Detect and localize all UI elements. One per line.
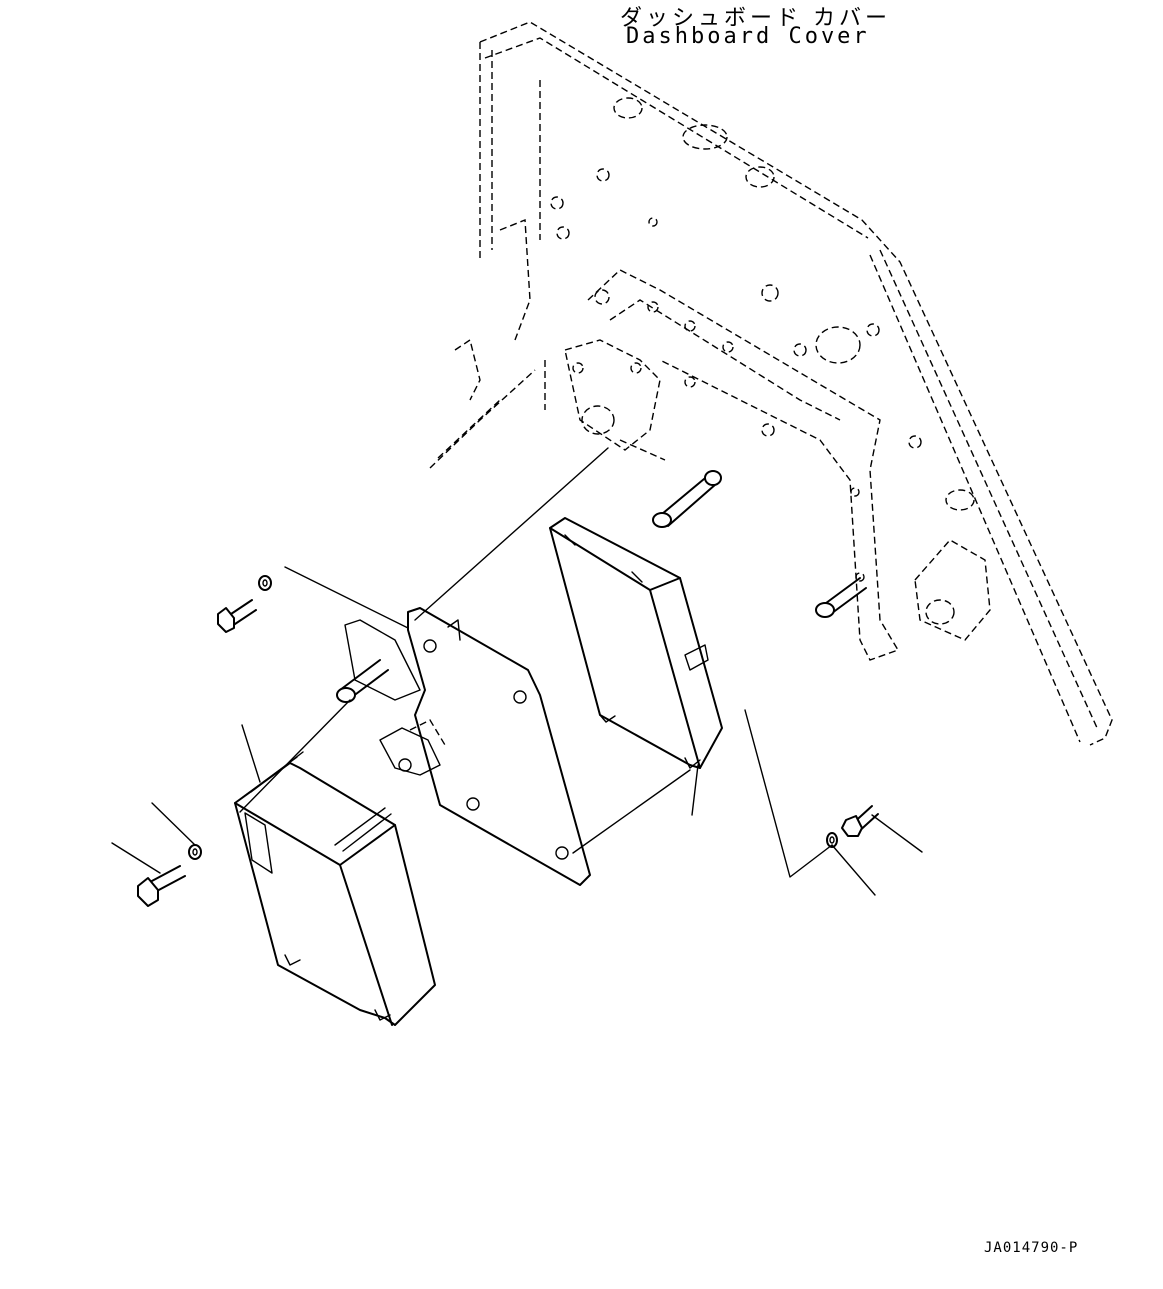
spacer-standoff (652, 470, 867, 618)
washer (188, 844, 202, 860)
upper-mounting-bracket (564, 269, 991, 661)
bolt (841, 805, 879, 837)
washer (826, 832, 838, 848)
washer (258, 575, 272, 591)
drawing-code: JA014790-P (984, 1240, 1079, 1256)
bolt (137, 865, 186, 907)
leader-lines (111, 447, 923, 896)
title-japanese: ダッシュボード カバー (620, 6, 891, 31)
controller-unit-rear (549, 517, 723, 769)
bolt (217, 599, 257, 633)
dashboard-cover-frame (429, 21, 1113, 746)
title-english: Dashboard Cover (626, 24, 870, 49)
mounting-plate (336, 607, 591, 886)
controller-unit-front (234, 751, 436, 1026)
